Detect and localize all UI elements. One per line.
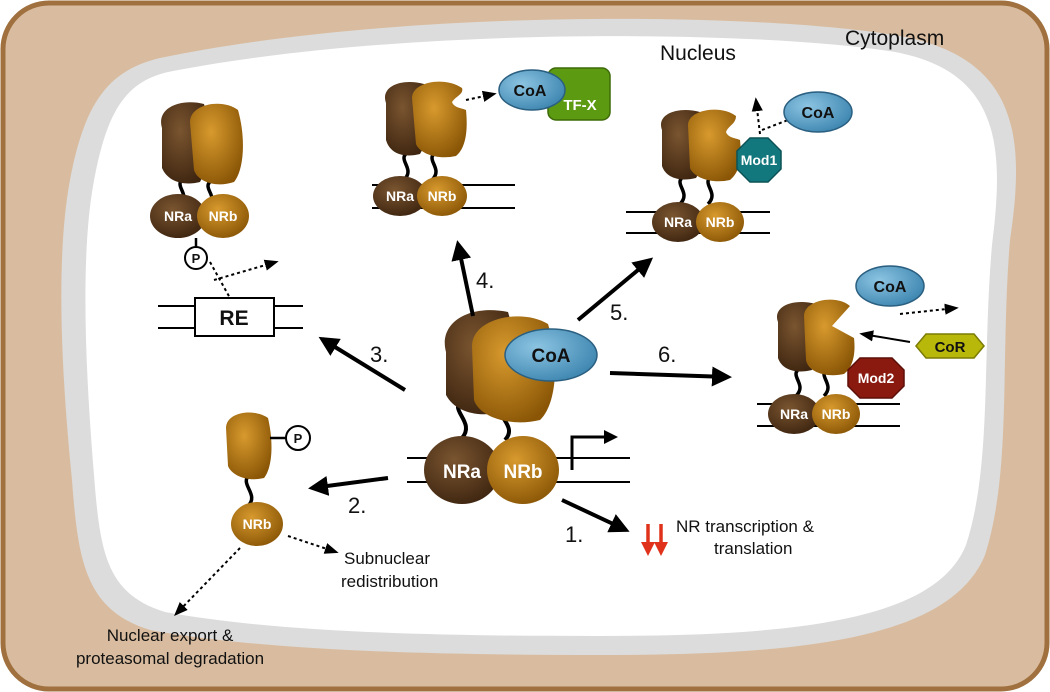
nrb-ligand-domain (688, 109, 741, 182)
pathway-arrows (308, 240, 732, 533)
nrb-dna-binding-domain (231, 502, 283, 546)
nrb-label: NRb (428, 188, 457, 204)
phospho-label: P (192, 251, 201, 266)
cor-hexagon (915, 333, 985, 359)
nrb-dna-binding-domain (417, 176, 467, 216)
nucleus-label: Nucleus (660, 42, 736, 65)
phospho-circle (184, 246, 208, 270)
step-4-label: 4. (476, 268, 495, 293)
step-5-label: 5. (610, 300, 629, 325)
nrb-ligand-domain (190, 103, 243, 185)
nrb-ligand-domain (804, 299, 855, 376)
nrb-label: NRb (209, 208, 238, 224)
coa-label: CoA (874, 279, 907, 296)
arrow-4 (451, 240, 475, 317)
mod2-octagon (847, 357, 905, 399)
coa-released (783, 91, 853, 133)
cor-label: CoR (935, 339, 966, 356)
arrow-2 (308, 475, 389, 496)
nrb-dna-binding-domain (812, 394, 860, 434)
nr-transcription-label: NR transcription & (676, 517, 814, 536)
complex-6 (757, 265, 985, 434)
nrb-label: NRb (243, 516, 272, 532)
complex-3 (150, 102, 303, 337)
nra-label: NRa (386, 188, 414, 204)
coa-label: CoA (531, 346, 570, 367)
tfx-label: TF-X (563, 97, 596, 114)
arrow-1 (561, 498, 630, 533)
nra-dna-binding-domain (768, 394, 820, 434)
nra-dna-binding-domain (373, 176, 427, 216)
nrb-label: NRb (822, 406, 851, 422)
nra-dna-binding-domain (150, 194, 206, 238)
nr-translation-label: translation (714, 539, 793, 558)
complex-4 (372, 67, 611, 216)
arrow-6 (609, 366, 732, 387)
tss-arrow (570, 435, 608, 470)
nrb-dna-binding-domain (487, 436, 559, 504)
cytoplasm-label: Cytoplasm (845, 27, 945, 50)
nrb-dna-binding-domain (197, 194, 249, 238)
step-6-label: 6. (658, 342, 677, 367)
nra-label: NRa (164, 208, 192, 224)
complex-2 (174, 412, 339, 617)
re-label: RE (219, 307, 248, 330)
coa-center (504, 328, 598, 382)
subnuclear-label: Subnuclear (344, 549, 431, 568)
step-2-label: 2. (348, 493, 367, 518)
nra-dna-binding-domain (424, 436, 500, 504)
nuclear-export-label: Nuclear export & (106, 626, 234, 645)
nra-label: NRa (443, 462, 481, 483)
arrow-5 (576, 257, 654, 322)
mod1-octagon (736, 137, 782, 183)
complex-5 (626, 91, 853, 242)
redistribution-label: redistribution (341, 572, 439, 591)
mod2-label: Mod2 (858, 370, 895, 386)
down-arrows-icon (641, 524, 668, 556)
nrb-ligand-domain (412, 81, 467, 158)
nrb-dna-binding-domain (696, 202, 744, 242)
nrb-ligand-domain (226, 412, 272, 480)
nra-dna-binding-domain (652, 202, 704, 242)
nrb-label: NRb (503, 462, 542, 483)
nrb-label: NRb (706, 214, 735, 230)
coa-released (855, 265, 925, 307)
nra-label: NRa (780, 406, 808, 422)
arrow-3 (318, 336, 407, 392)
coa-label: CoA (802, 105, 835, 122)
mod1-label: Mod1 (741, 152, 778, 168)
phospho-label: P (294, 431, 303, 446)
phospho-circle (285, 425, 311, 451)
proteasomal-degradation-label: proteasomal degradation (75, 649, 265, 668)
coa-label: CoA (514, 83, 547, 100)
coa-released (498, 69, 566, 111)
center-complex (407, 310, 630, 504)
nra-label: NRa (664, 214, 692, 230)
step-1-label: 1. (565, 522, 584, 547)
step-3-label: 3. (370, 342, 389, 367)
re-box (194, 297, 275, 337)
